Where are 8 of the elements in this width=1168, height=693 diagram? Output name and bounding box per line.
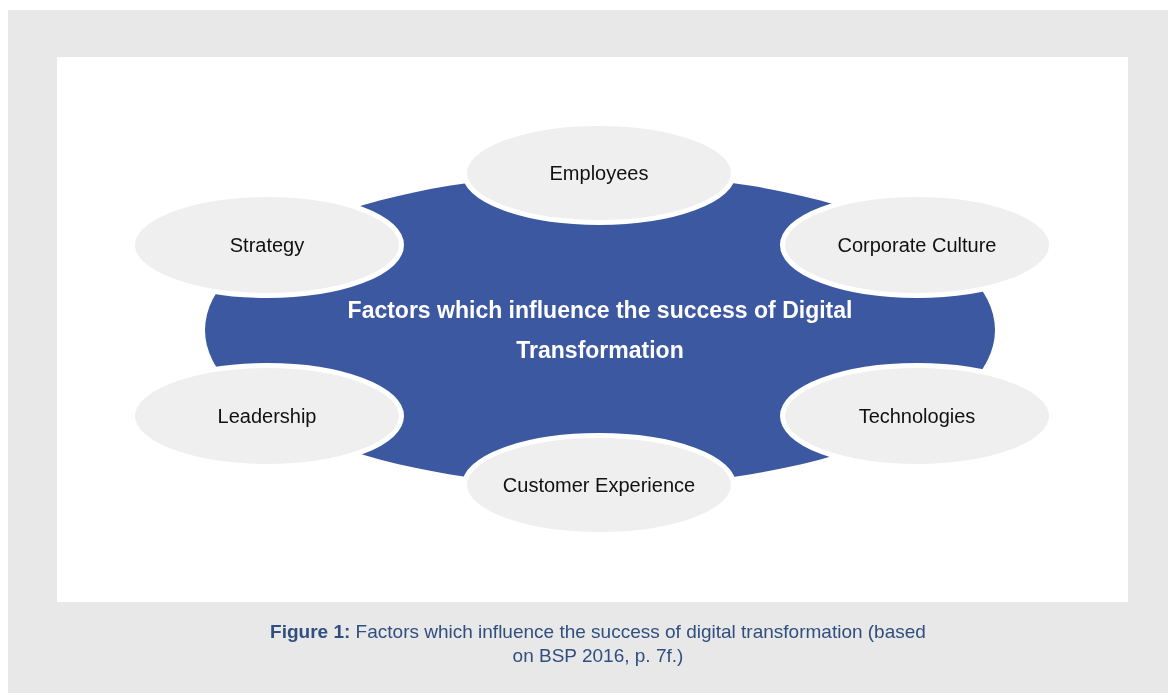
factor-label: Corporate Culture <box>837 233 997 257</box>
factor-label: Technologies <box>858 404 976 428</box>
center-label: Factors which influence the success of Digital Transformation <box>346 296 854 365</box>
factor-label: Customer Experience <box>502 473 696 497</box>
factor-label: Employees <box>549 161 649 185</box>
figure-caption: Figure 1: Factors which influence the success of digital transformation (based on BSP 2016, p. 7f.) <box>269 620 927 668</box>
factor-label: Strategy <box>229 233 305 257</box>
factor-label: Leadership <box>217 404 317 428</box>
